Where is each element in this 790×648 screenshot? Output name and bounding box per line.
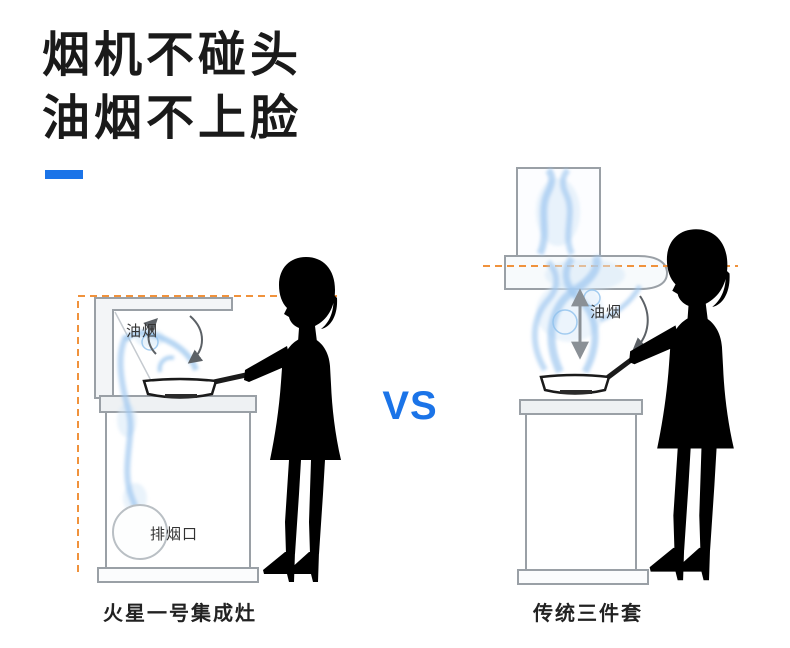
title-line-2: 油烟不上脸 [42,92,303,146]
base-right [517,569,649,585]
caption-traditional-set: 传统三件套 [533,603,643,625]
smoke-label-right: 油烟 [590,304,623,321]
vs-divider: VS [382,384,438,428]
smoke-to-face-arrow [631,295,649,352]
title-accent-bar [45,170,83,179]
caption-integrated-stove: 火星一号集成灶 [103,603,257,625]
scene-right-traditional-hood [483,167,738,585]
burner-left [165,394,197,398]
smoke-rising [531,167,643,374]
airflow-arrow-up [143,318,158,355]
exhaust-outlet-circle [112,504,168,560]
pan-handle-left [213,372,247,385]
base-left [97,567,259,583]
height-guide-line-left [77,295,340,572]
scene-left-integrated-stove [77,257,341,583]
burner-right [560,390,592,394]
woman-silhouette-left [244,257,341,582]
pan-handle-right [605,358,633,380]
smoke-label-left: 油烟 [126,323,159,340]
frying-pan-right [539,373,611,395]
integrated-hood-panel [94,297,233,399]
frying-pan-left [142,377,218,399]
page-title: 烟机不碰头 油烟不上脸 [42,24,302,151]
smoke-swirl-detail [141,333,159,351]
counter-right [519,399,643,415]
airflow-arrow-down [187,315,204,364]
vent-outlet-label: 排烟口 [150,526,199,543]
title-line-1: 烟机不碰头 [42,29,303,82]
cabinet-right [525,413,637,571]
